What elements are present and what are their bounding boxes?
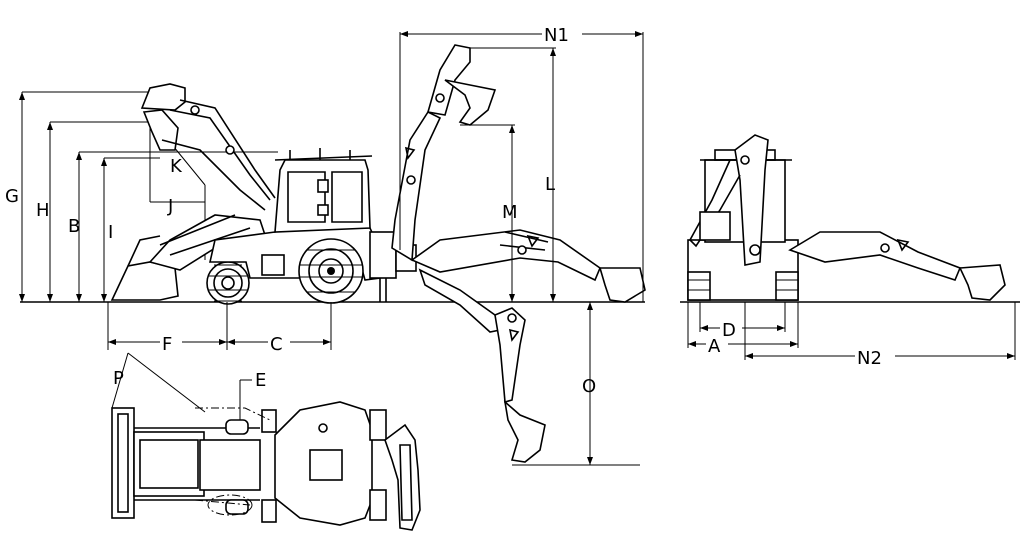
label-A: A xyxy=(708,336,721,357)
label-K: K xyxy=(170,156,183,177)
dimension-D xyxy=(699,302,786,332)
rear-wheel xyxy=(298,238,364,304)
label-G: G xyxy=(5,186,19,207)
dimension-E xyxy=(239,379,252,420)
label-E: E xyxy=(255,370,266,391)
label-H: H xyxy=(36,200,50,221)
dimension-N1 xyxy=(399,31,644,302)
label-F: F xyxy=(162,334,172,355)
dimension-O xyxy=(512,302,640,466)
label-N1: N1 xyxy=(544,25,569,46)
label-J: J xyxy=(167,196,173,217)
dimension-A xyxy=(687,302,799,348)
rear-frame xyxy=(369,231,417,302)
front-loader-side xyxy=(110,83,276,301)
backhoe-raised xyxy=(391,44,497,262)
dimension-P xyxy=(111,352,206,413)
dimension-H xyxy=(47,121,150,302)
label-M: M xyxy=(502,202,518,223)
label-B: B xyxy=(68,216,80,237)
dimension-M xyxy=(460,124,515,302)
label-P: P xyxy=(113,368,124,389)
rear-view xyxy=(687,134,1006,301)
label-O: O xyxy=(582,376,596,397)
dimension-L xyxy=(470,47,556,302)
front-wheel xyxy=(206,261,250,305)
dimension-G xyxy=(19,91,150,303)
label-L: L xyxy=(545,174,555,195)
tractor-body xyxy=(208,148,381,281)
dimension-N2 xyxy=(744,302,1016,360)
label-D: D xyxy=(722,320,736,341)
top-view xyxy=(111,401,421,531)
backhoe-digging xyxy=(418,268,546,463)
dimension-I xyxy=(101,157,160,302)
dimension-F-C xyxy=(107,302,332,350)
label-C: C xyxy=(270,334,283,355)
label-I: I xyxy=(108,222,113,243)
label-N2: N2 xyxy=(857,348,882,369)
